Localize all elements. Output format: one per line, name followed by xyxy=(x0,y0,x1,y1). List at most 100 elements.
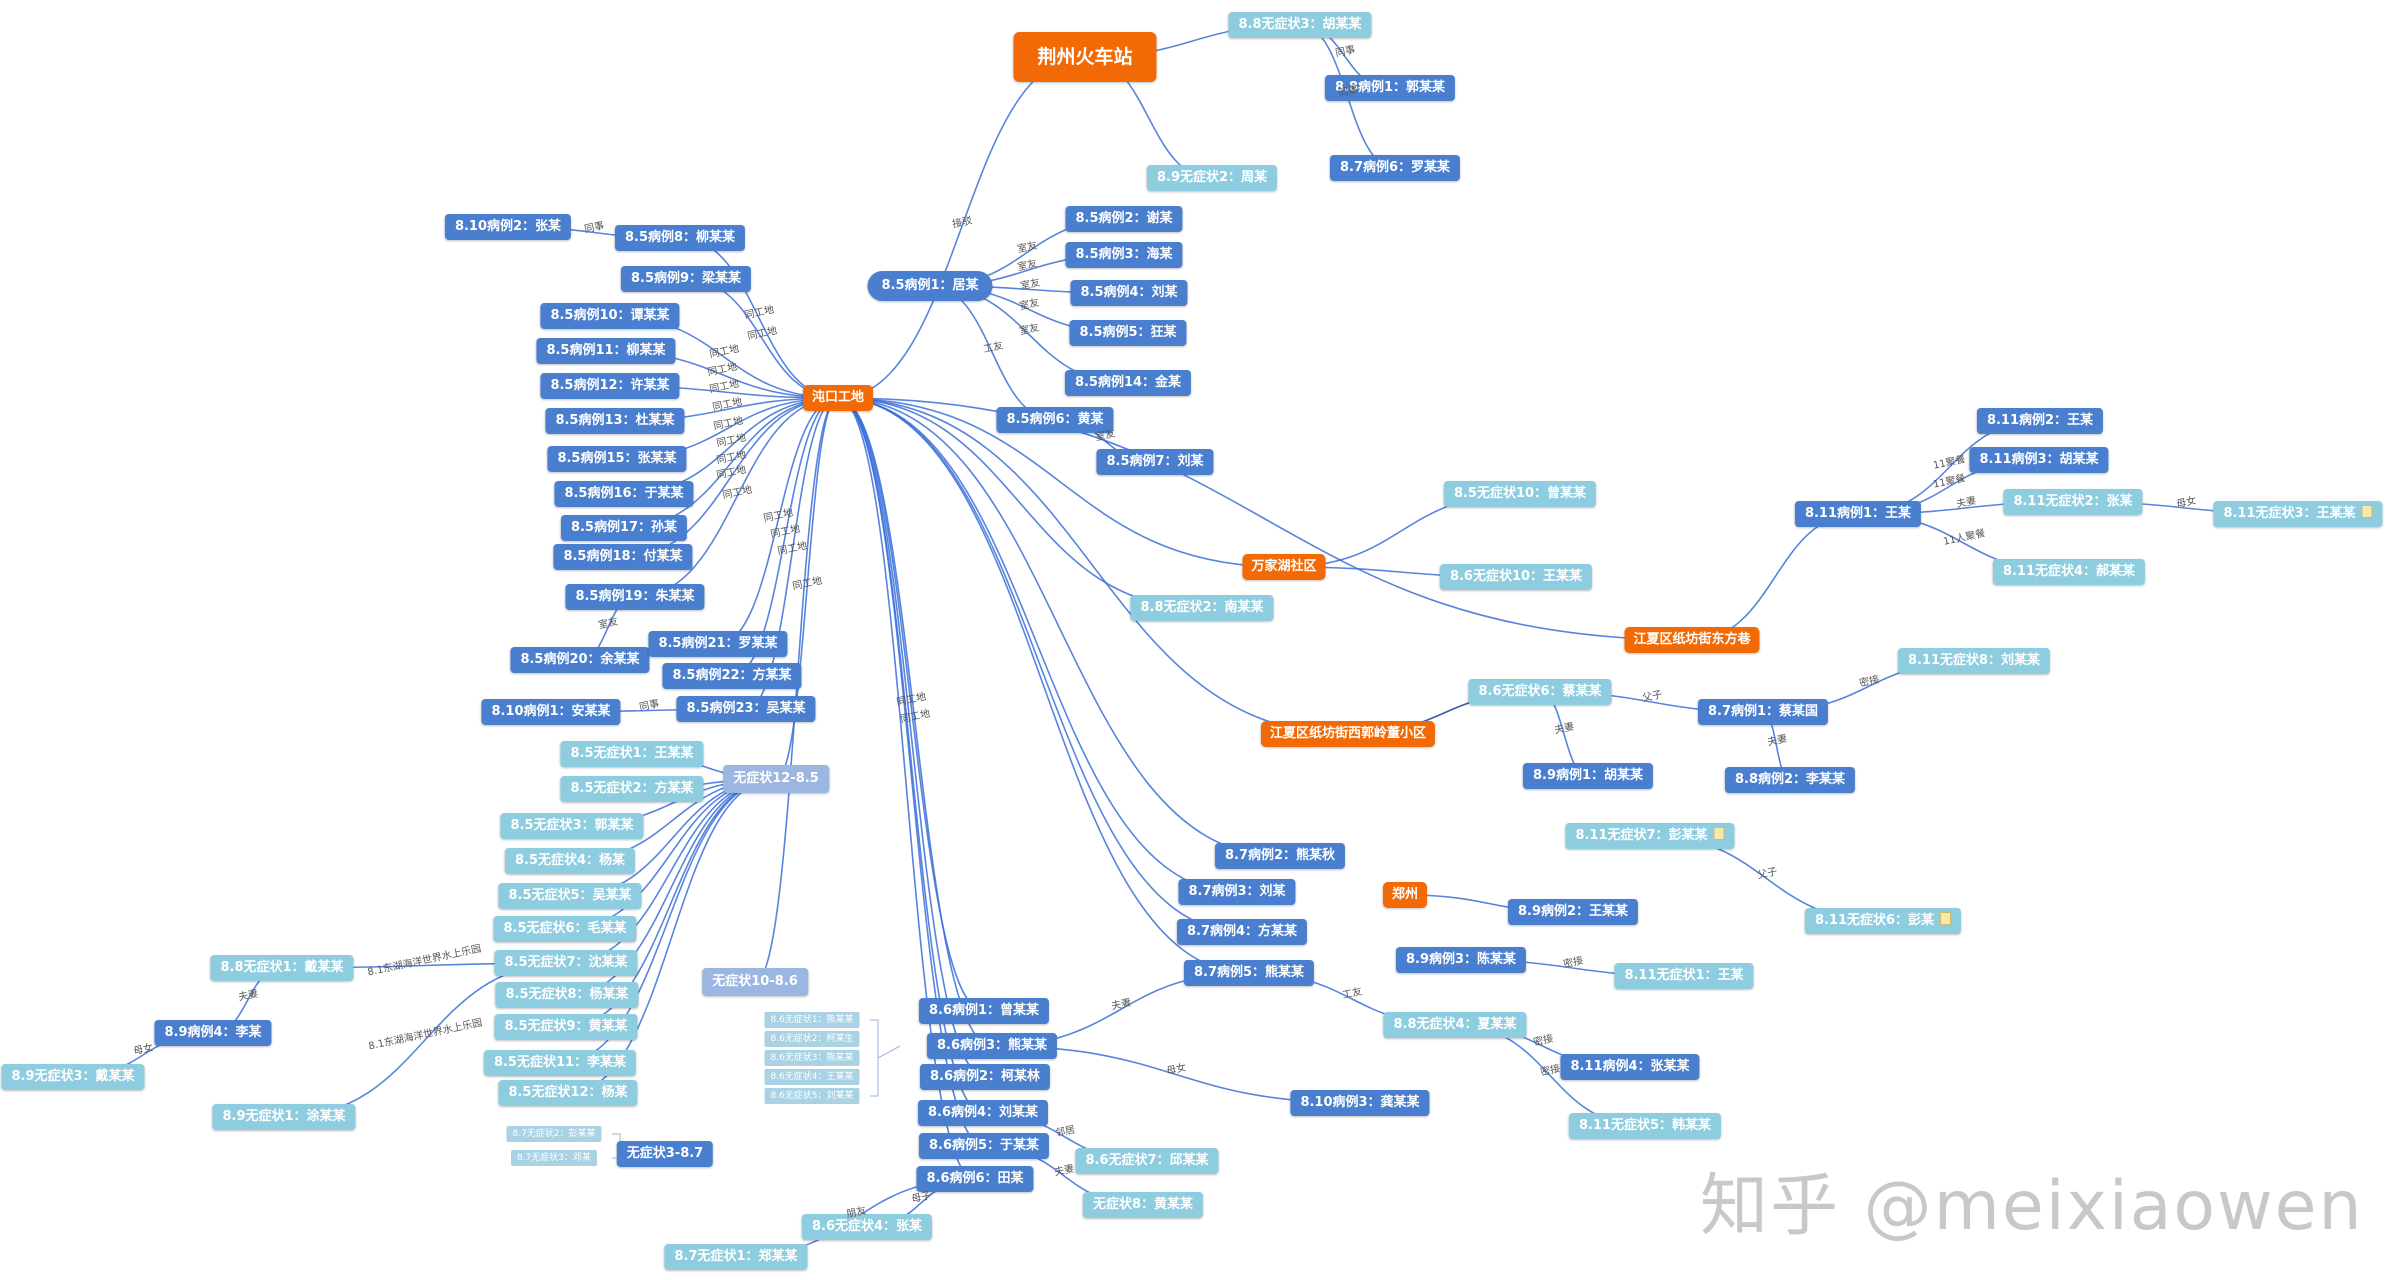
node-b87-1[interactable]: 8.7病例1：蔡某国 xyxy=(1697,699,1829,725)
node-w89-1[interactable]: 8.9无症状1：涂某某 xyxy=(212,1104,356,1130)
node-w811-1[interactable]: 8.11无症状1：王某 xyxy=(1614,963,1754,989)
node-b85-9[interactable]: 8.5病例9：梁某某 xyxy=(620,266,752,292)
note-icon[interactable] xyxy=(1940,912,1952,925)
node-b85-1[interactable]: 8.5病例1：居某 xyxy=(867,271,993,301)
node-w85-10[interactable]: 8.5无症状10：曾某某 xyxy=(1443,481,1597,507)
node-b85-15[interactable]: 8.5病例15：张某某 xyxy=(547,446,687,472)
node-t86-1[interactable]: 8.6无症状1：熊某某 xyxy=(764,1012,860,1028)
node-b85-5[interactable]: 8.5病例5：狂某 xyxy=(1069,320,1187,346)
node-w811-2[interactable]: 8.11无症状2：张某 xyxy=(2003,489,2143,515)
node-b88-2[interactable]: 8.8病例2：李某某 xyxy=(1724,767,1856,793)
node-w85-4[interactable]: 8.5无症状4：杨某 xyxy=(504,848,636,874)
node-b85-13[interactable]: 8.5病例13：杜某某 xyxy=(545,408,685,434)
node-w811-6[interactable]: 8.11无症状6：彭某 xyxy=(1804,908,1962,934)
node-zz[interactable]: 郑州 xyxy=(1382,882,1428,908)
node-b85-4[interactable]: 8.5病例4：刘某 xyxy=(1070,280,1188,306)
node-w85-8[interactable]: 8.5无症状8：杨某某 xyxy=(495,982,639,1008)
node-w85-5[interactable]: 8.5无症状5：吴某某 xyxy=(498,883,642,909)
node-w86-7[interactable]: 8.6无症状7：邱某某 xyxy=(1075,1148,1219,1174)
node-w85-11[interactable]: 8.5无症状11：李某某 xyxy=(483,1050,637,1076)
node-t86-5[interactable]: 8.6无症状5：刘某某 xyxy=(764,1088,860,1104)
node-b87-2[interactable]: 8.7病例2：熊某秋 xyxy=(1214,843,1346,869)
node-b811-4[interactable]: 8.11病例4：张某某 xyxy=(1560,1054,1700,1080)
node-b86-3[interactable]: 8.6病例3：熊某某 xyxy=(926,1033,1058,1059)
node-hk[interactable]: 沌口工地 xyxy=(802,385,874,411)
node-b89-3[interactable]: 8.9病例3：陈某某 xyxy=(1395,947,1527,973)
node-b89-1[interactable]: 8.9病例1：胡某某 xyxy=(1522,763,1654,789)
node-b86-1[interactable]: 8.6病例1：曾某某 xyxy=(918,998,1050,1024)
node-w811-7[interactable]: 8.11无症状7：彭某某 xyxy=(1565,823,1735,849)
node-w88-2[interactable]: 8.8无症状2：南某某 xyxy=(1130,595,1274,621)
node-w88-3[interactable]: 8.8无症状3：胡某某 xyxy=(1228,12,1372,38)
node-t86-4[interactable]: 8.6无症状4：王某某 xyxy=(764,1069,860,1085)
node-w86-6[interactable]: 8.6无症状6：蔡某某 xyxy=(1468,679,1612,705)
node-w88-x[interactable]: 无症状8：黄某某 xyxy=(1082,1192,1204,1218)
node-w85-2[interactable]: 8.5无症状2：方某某 xyxy=(560,776,704,802)
node-b85-14[interactable]: 8.5病例14：金某 xyxy=(1064,370,1192,396)
node-w85-6[interactable]: 8.5无症状6：毛某某 xyxy=(493,916,637,942)
node-b811-1[interactable]: 8.11病例1：王某 xyxy=(1794,501,1922,527)
node-w85-12[interactable]: 8.5无症状12：杨某 xyxy=(498,1080,638,1106)
node-jxg[interactable]: 江夏区纸坊街西郭岭董小区 xyxy=(1260,721,1436,747)
node-w85-3[interactable]: 8.5无症状3：郭某某 xyxy=(500,813,644,839)
node-b85-19[interactable]: 8.5病例19：朱某某 xyxy=(565,584,705,610)
node-b85-11[interactable]: 8.5病例11：柳某某 xyxy=(536,338,676,364)
node-w88-4[interactable]: 8.8无症状4：夏某某 xyxy=(1383,1012,1527,1038)
node-b85-12[interactable]: 8.5病例12：许某某 xyxy=(540,373,680,399)
node-w811-3[interactable]: 8.11无症状3：王某某 xyxy=(2213,501,2383,527)
node-b85-7[interactable]: 8.5病例7：刘某 xyxy=(1096,449,1214,475)
node-b85-10[interactable]: 8.5病例10：谭某某 xyxy=(540,303,680,329)
note-icon[interactable] xyxy=(1713,827,1725,840)
node-b87-5[interactable]: 8.7病例5：熊某某 xyxy=(1183,960,1315,986)
node-w811-4[interactable]: 8.11无症状4：郝某某 xyxy=(1992,559,2146,585)
node-b85-23[interactable]: 8.5病例23：吴某某 xyxy=(676,696,816,722)
node-b810-2[interactable]: 8.10病例2：张某 xyxy=(444,214,572,240)
node-g3[interactable]: 无症状3-8.7 xyxy=(616,1141,714,1167)
node-b85-8[interactable]: 8.5病例8：柳某某 xyxy=(614,225,746,251)
node-g12[interactable]: 无症状12-8.5 xyxy=(723,765,829,793)
node-t86-3[interactable]: 8.6无症状3：熊某某 xyxy=(764,1050,860,1066)
node-b85-18[interactable]: 8.5病例18：付某某 xyxy=(553,544,693,570)
node-t87-3[interactable]: 8.7无症状3：邓某 xyxy=(510,1150,598,1166)
node-w86-10[interactable]: 8.6无症状10：王某某 xyxy=(1439,564,1593,590)
node-b810-1[interactable]: 8.10病例1：安某某 xyxy=(481,699,621,725)
node-b85-17[interactable]: 8.5病例17：孙某 xyxy=(560,515,688,541)
node-w85-9[interactable]: 8.5无症状9：黄某某 xyxy=(494,1014,638,1040)
node-b87-3[interactable]: 8.7病例3：刘某 xyxy=(1178,879,1296,905)
node-b85-6[interactable]: 8.5病例6：黄某 xyxy=(996,407,1114,433)
node-b85-2[interactable]: 8.5病例2：谢某 xyxy=(1065,206,1183,232)
node-b85-22[interactable]: 8.5病例22：方某某 xyxy=(662,663,802,689)
node-w811-5[interactable]: 8.11无症状5：韩某某 xyxy=(1568,1113,1722,1139)
node-b85-20[interactable]: 8.5病例20：余某某 xyxy=(510,647,650,673)
node-jz[interactable]: 荆州火车站 xyxy=(1013,32,1157,82)
node-b87-6[interactable]: 8.7病例6：罗某某 xyxy=(1329,155,1461,181)
node-b86-4[interactable]: 8.6病例4：刘某某 xyxy=(917,1100,1049,1126)
node-b810-3[interactable]: 8.10病例3：龚某某 xyxy=(1290,1090,1430,1116)
node-w89-2[interactable]: 8.9无症状2：周某 xyxy=(1146,165,1278,191)
node-w86-4[interactable]: 8.6无症状4：张某 xyxy=(801,1214,933,1240)
node-b811-3[interactable]: 8.11病例3：胡某某 xyxy=(1969,447,2109,473)
node-b85-21[interactable]: 8.5病例21：罗某某 xyxy=(648,631,788,657)
node-b86-5[interactable]: 8.6病例5：于某某 xyxy=(918,1133,1050,1159)
node-b89-2[interactable]: 8.9病例2：王某某 xyxy=(1507,899,1639,925)
node-b811-2[interactable]: 8.11病例2：王某 xyxy=(1976,408,2104,434)
node-b86-2[interactable]: 8.6病例2：柯某林 xyxy=(919,1064,1051,1090)
node-b88-1[interactable]: 8.8病例1：郭某某 xyxy=(1324,75,1456,101)
node-w85-1[interactable]: 8.5无症状1：王某某 xyxy=(560,741,704,767)
node-w87-1[interactable]: 8.7无症状1：郑某某 xyxy=(664,1244,808,1270)
node-w88-1[interactable]: 8.8无症状1：戴某某 xyxy=(210,955,354,981)
node-b85-3[interactable]: 8.5病例3：海某 xyxy=(1065,242,1183,268)
node-b87-4[interactable]: 8.7病例4：方某某 xyxy=(1176,919,1308,945)
note-icon[interactable] xyxy=(2361,505,2373,518)
node-b89-4[interactable]: 8.9病例4：李某 xyxy=(154,1020,272,1046)
node-t87-2[interactable]: 8.7无症状2：彭某某 xyxy=(506,1126,602,1142)
node-b85-16[interactable]: 8.5病例16：于某某 xyxy=(554,481,694,507)
node-w85-7[interactable]: 8.5无症状7：沈某某 xyxy=(494,950,638,976)
node-w811-8[interactable]: 8.11无症状8：刘某某 xyxy=(1897,648,2051,674)
node-t86-2[interactable]: 8.6无症状2：柯某生 xyxy=(764,1031,860,1047)
node-w89-3[interactable]: 8.9无症状3：戴某某 xyxy=(1,1064,145,1090)
node-g10[interactable]: 无症状10-8.6 xyxy=(702,968,808,996)
node-jxd[interactable]: 江夏区纸坊街东方巷 xyxy=(1624,627,1760,653)
node-b86-6[interactable]: 8.6病例6：田某 xyxy=(916,1166,1034,1192)
node-wj[interactable]: 万家湖社区 xyxy=(1242,554,1326,580)
